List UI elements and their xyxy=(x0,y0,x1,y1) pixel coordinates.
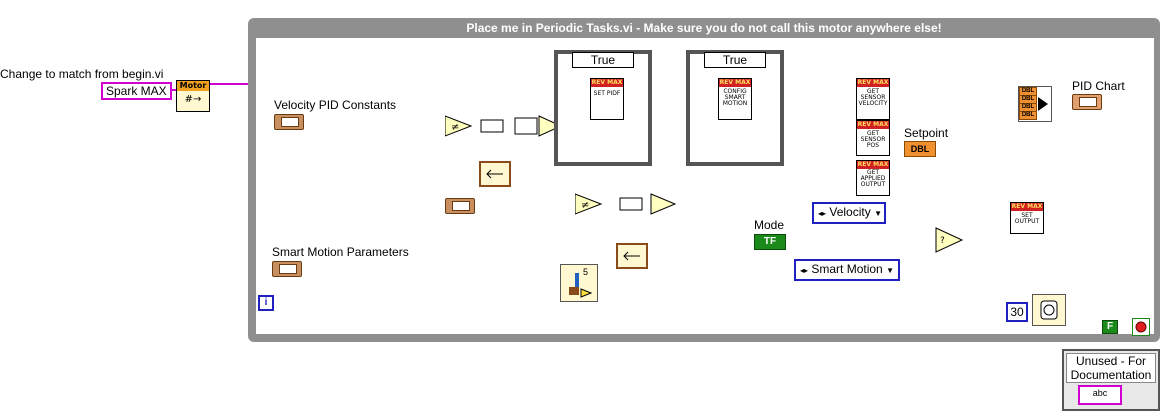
select-node[interactable]: ? xyxy=(934,226,964,254)
shift-count: 5 xyxy=(583,267,589,277)
loop-title: Place me in Periodic Tasks.vi - Make sur… xyxy=(466,21,942,35)
watch-icon xyxy=(1040,300,1058,320)
unused-documentation-box: Unused - For Documentation abc xyxy=(1062,349,1160,411)
bundle-input-3: DBL xyxy=(1019,111,1037,120)
velocity-change-detect: ≠ xyxy=(445,115,555,187)
stop-constant[interactable]: F xyxy=(1102,320,1118,334)
spark-max-ring[interactable]: Spark MAX xyxy=(101,82,172,100)
vi-set-output[interactable]: REV MAX SET OUTPUT xyxy=(1010,202,1044,234)
info-icon: i xyxy=(258,295,274,311)
smart-motion-ring-label: Smart Motion xyxy=(811,262,883,276)
wait-ms-constant[interactable]: 30 xyxy=(1006,302,1028,322)
case1-selector[interactable]: True xyxy=(572,52,634,68)
svg-text:?: ? xyxy=(940,236,945,246)
ring-decrement-icon: ◂▸ xyxy=(818,209,827,218)
case2-selector[interactable]: True xyxy=(704,52,766,68)
velocity-pid-control[interactable] xyxy=(274,114,304,130)
chevron-down-icon: ▼ xyxy=(886,266,894,275)
chevron-down-icon: ▼ xyxy=(874,209,882,218)
setpoint-label: Setpoint xyxy=(904,126,949,140)
stop-terminal[interactable] xyxy=(1132,318,1150,336)
elapsed-counter-vi[interactable]: 5 xyxy=(560,264,598,302)
unused-label: Unused - For Documentation xyxy=(1066,353,1156,383)
counter-icon xyxy=(569,273,593,298)
loop-body xyxy=(256,38,1154,334)
vi-set-pidf[interactable]: REV MAX SET PIDF xyxy=(590,78,624,120)
change-label: Change to match from begin.vi xyxy=(0,67,164,81)
smart-motion-label: Smart Motion Parameters xyxy=(272,245,409,259)
svg-text:≠: ≠ xyxy=(451,122,459,133)
mode-control[interactable]: TF xyxy=(754,234,786,250)
motor-label: Motor xyxy=(177,81,209,91)
mode-label: Mode xyxy=(754,218,785,232)
bundle-node[interactable]: DBL DBL DBL DBL xyxy=(1018,86,1052,122)
velocity-feedback-node xyxy=(445,198,475,214)
pid-chart-label: PID Chart xyxy=(1072,79,1125,93)
pid-chart-indicator[interactable] xyxy=(1072,94,1102,110)
smart-motion-change-detect: ≠ xyxy=(575,193,677,269)
stop-icon xyxy=(1135,321,1147,333)
smart-motion-control[interactable] xyxy=(272,261,302,277)
vi-config-smart-motion[interactable]: REV MAX CONFIG SMART MOTION xyxy=(718,78,752,120)
setpoint-control[interactable]: DBL xyxy=(904,141,936,157)
case-structure-smart-motion[interactable]: True xyxy=(686,50,784,166)
vi-get-sensor-pos[interactable]: REV MAX GET SENSOR POS xyxy=(856,120,890,156)
svg-text:≠: ≠ xyxy=(581,200,589,211)
bundle-arrow-icon xyxy=(1038,97,1048,111)
ring-decrement-icon: ◂▸ xyxy=(800,266,809,275)
while-loop: Place me in Periodic Tasks.vi - Make sur… xyxy=(248,18,1160,342)
velocity-ring-label: Velocity xyxy=(829,205,871,219)
smart-motion-ring[interactable]: ◂▸ Smart Motion ▼ xyxy=(794,259,900,281)
vi-get-sensor-velocity[interactable]: REV MAX GET SENSOR VELOCITY xyxy=(856,78,890,120)
case-structure-pidf[interactable]: True xyxy=(554,50,652,166)
velocity-pid-label: Velocity PID Constants xyxy=(274,98,397,112)
string-constant[interactable]: abc xyxy=(1078,385,1122,405)
vi-get-applied-output[interactable]: REV MAX GET APPLIED OUTPUT xyxy=(856,160,890,196)
velocity-ring[interactable]: ◂▸ Velocity ▼ xyxy=(812,202,886,224)
motor-vi[interactable]: Motor #→ xyxy=(176,80,210,112)
wait-ms-vi[interactable] xyxy=(1032,294,1066,326)
